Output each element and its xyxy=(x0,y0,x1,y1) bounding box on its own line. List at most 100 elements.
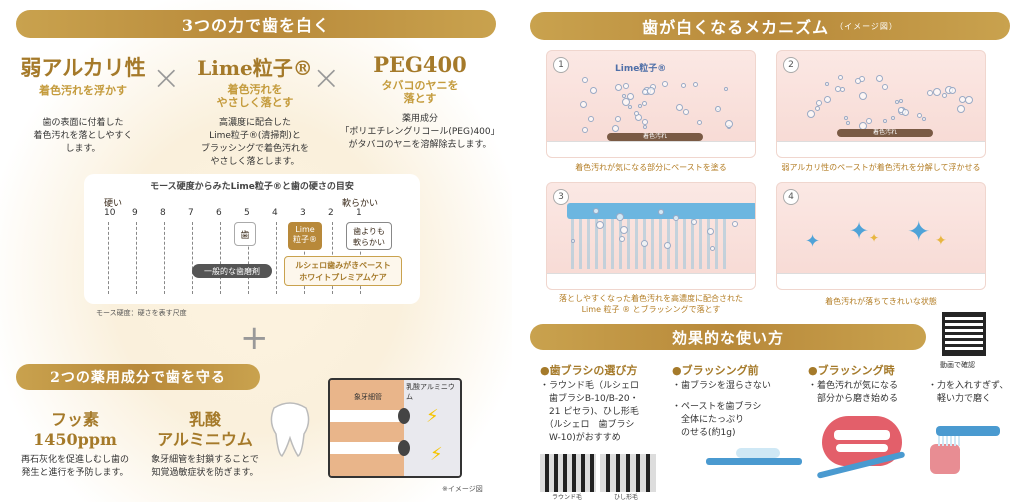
particle-bubble xyxy=(693,81,699,87)
feature-subtitle: 着色汚れを浮かす xyxy=(39,84,127,97)
particle-bubble xyxy=(595,221,604,230)
particle-bubble xyxy=(697,119,703,125)
particle-bubble xyxy=(845,121,850,126)
particle-bubble xyxy=(641,118,648,125)
section-title-two-ingredients: 2つの薬用成分で歯を守る xyxy=(16,364,260,390)
particle-bubble xyxy=(843,116,848,121)
particle-bubble xyxy=(616,213,625,222)
aluminum-label: 乳酸アルミニウム xyxy=(406,383,455,401)
round-bristle-image xyxy=(540,454,596,492)
mohs-tick-line xyxy=(108,222,109,294)
usage-head-brush: ●歯ブラシの選び方 xyxy=(540,364,638,377)
particle-bubble xyxy=(628,105,633,110)
particle-bubble xyxy=(814,106,820,112)
panel-4-caption: 着色汚れが落ちてきれいな状態 xyxy=(825,297,937,306)
particle-bubble xyxy=(580,100,588,108)
mohs-tick-label: 10 xyxy=(104,208,116,218)
lightning-icon: ⚡ xyxy=(430,444,443,465)
feature-subtitle: 着色汚れを やさしく落とす xyxy=(216,83,294,109)
particle-bubble xyxy=(647,87,656,96)
mechanism-panel-4: 4 ✦ ✦ ✦ ✦ ✦ xyxy=(776,182,986,290)
tooth-marker: 歯 xyxy=(234,222,256,246)
particle-bubble xyxy=(949,86,957,94)
times-symbol: × xyxy=(152,58,181,98)
qr-code-icon[interactable] xyxy=(942,312,986,356)
ingredient-title: 乳酸 アルミニウム xyxy=(157,410,253,449)
particle-bubble xyxy=(707,227,715,235)
mohs-tick-label: 9 xyxy=(132,208,138,218)
ingredient-title: フッ素 1450ppm xyxy=(33,410,117,449)
round-bristle-label: ラウンド毛 xyxy=(552,494,583,501)
particle-bubble xyxy=(875,75,883,83)
particle-bubble xyxy=(626,93,634,101)
particle-bubble xyxy=(620,226,629,235)
sparkle-icon: ✦ xyxy=(907,215,931,248)
particle-bubble xyxy=(582,77,589,84)
mohs-tick-line xyxy=(248,222,249,294)
particle-bubble xyxy=(658,208,665,215)
sparkle-icon: ✦ xyxy=(935,233,947,249)
particle-bubble xyxy=(902,109,910,117)
particle-bubble xyxy=(641,239,649,247)
particle-bubble xyxy=(941,92,947,98)
mohs-tick-line xyxy=(276,222,277,294)
particle-bubble xyxy=(641,88,648,95)
particle-bubble xyxy=(681,83,687,89)
mohs-tick-label: 3 xyxy=(300,208,306,218)
mechanism-panel-3: 3 xyxy=(546,182,756,290)
lime-particle-label: Lime粒子® xyxy=(615,64,667,74)
panel-3-caption: 落としやすくなった着色汚れを高濃度に配合された Lime 粒子 ® とブラッシン… xyxy=(559,294,743,314)
particle-bubble xyxy=(612,124,620,132)
feature-title: Lime粒子® xyxy=(197,56,313,80)
tooth-label: 歯 xyxy=(240,230,250,241)
mohs-footnote: モース硬度：硬さを表す尺度 xyxy=(96,309,187,317)
ingredient-aluminum: 乳酸 アルミニウム 象牙細管を封鎖することで 知覚過敏症状を防ぎます。 xyxy=(140,410,270,480)
usage-text-during: ・着色汚れが気になる 部分から磨き始める xyxy=(808,381,899,404)
usage-head-before: ●ブラッシング前 xyxy=(672,364,759,377)
diagram-note: ※イメージ図 xyxy=(442,485,483,493)
particle-bubble xyxy=(921,116,926,121)
particle-bubble xyxy=(855,77,862,84)
particle-bubble xyxy=(614,83,622,91)
mohs-tick-label: 6 xyxy=(216,208,222,218)
diamond-bristle-label: ひし形毛 xyxy=(614,494,639,501)
particle-bubble xyxy=(932,87,941,96)
particle-bubble xyxy=(642,101,648,107)
tooth-icon xyxy=(270,402,310,457)
particle-bubble xyxy=(898,98,903,103)
lightning-icon: ⚡ xyxy=(426,406,439,427)
feature-subtitle: タバコのヤニを 落とす xyxy=(381,79,459,105)
usage-text-before: ・歯ブラシを湿らさない ・ペーストを歯ブラシ 全体にたっぷり のせる(約1g) xyxy=(672,381,771,438)
particle-bubble xyxy=(571,238,576,243)
mohs-tick-line xyxy=(136,222,137,294)
general-paste-bar: 一般的な歯磨剤 xyxy=(192,264,272,278)
particle-bubble xyxy=(715,105,722,112)
particle-bubble xyxy=(825,81,830,86)
usage-head-during: ●ブラッシング時 xyxy=(808,364,895,377)
feature-lime: Lime粒子® 着色汚れを やさしく落とす 高濃度に配合した Lime粒子®(清… xyxy=(180,52,330,169)
particle-bubble xyxy=(619,235,626,242)
gentle-brush-image xyxy=(930,410,1000,474)
feature-body: 高濃度に配合した Lime粒子®(清掃剤)と ブラッシングで着色汚れを やさしく… xyxy=(200,118,309,167)
mohs-tick-label: 8 xyxy=(160,208,166,218)
dentin-diagram: 象牙細管 乳酸アルミニウム ⚡ ⚡ xyxy=(328,378,462,478)
section-title-text: 3つの力で歯を白く xyxy=(181,16,331,35)
particle-bubble xyxy=(926,89,933,96)
particle-bubble xyxy=(662,81,669,87)
sparkle-icon: ✦ xyxy=(849,217,870,245)
mohs-tick-label: 2 xyxy=(328,208,334,218)
section-title-mechanism: 歯が白くなるメカニズム （イメージ図） xyxy=(530,12,1010,40)
particle-bubble xyxy=(682,108,689,115)
particle-bubble xyxy=(590,86,598,94)
stain-bar: 着色汚れ xyxy=(837,129,933,137)
paste-on-brush-image xyxy=(706,448,802,466)
particle-bubble xyxy=(638,103,643,108)
mohs-tick-line xyxy=(220,222,221,294)
lime-marker: Lime 粒子® xyxy=(288,222,322,250)
mechanism-panel-1: 1 Lime粒子® 着色汚れ xyxy=(546,50,756,158)
times-symbol: × xyxy=(312,58,341,98)
feature-title: 弱アルカリ性 xyxy=(20,55,146,80)
sparkle-icon: ✦ xyxy=(805,231,821,252)
particle-bubble xyxy=(959,95,967,103)
particle-bubble xyxy=(615,115,622,122)
